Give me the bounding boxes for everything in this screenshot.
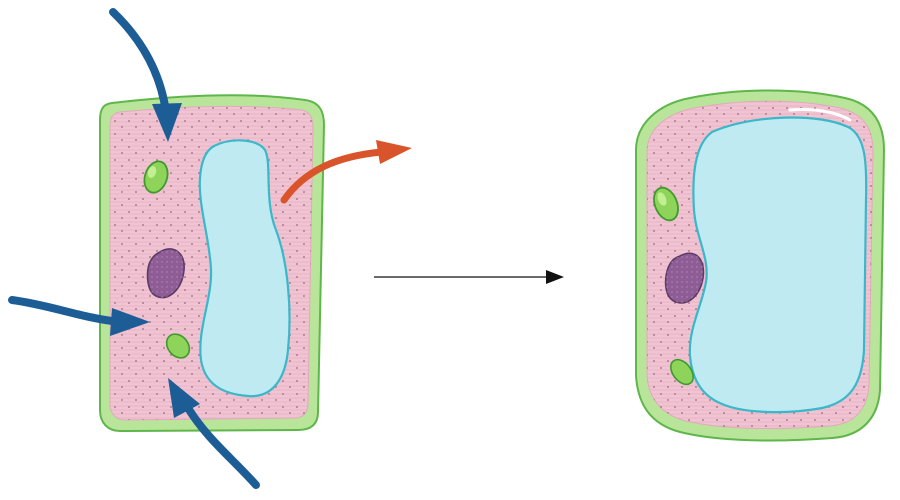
curved-arrow-out-icon: [280, 148, 386, 204]
arrowhead-icon: [152, 103, 182, 142]
arrowhead-icon: [110, 308, 150, 336]
water-out-arrow: [280, 140, 412, 204]
right-chloroplast-bottom: [670, 358, 694, 386]
curved-arrow-in-icon: [8, 296, 124, 326]
water-in-arrows: [8, 8, 260, 489]
right-cell-highlight: [788, 108, 852, 122]
left-nucleus-texture: [147, 248, 185, 298]
arrowhead-icon: [546, 270, 564, 284]
arrowhead-icon: [168, 378, 200, 418]
right-chloroplast-top-highlight: [657, 192, 667, 206]
left-vacuole: [198, 139, 291, 398]
arrowhead-icon: [376, 140, 412, 164]
left-chloroplast-top-highlight: [147, 166, 157, 178]
right-cell: [635, 89, 886, 442]
right-nucleus-texture: [665, 253, 704, 303]
process-arrow: [374, 270, 564, 284]
curved-arrow-in-icon: [109, 8, 170, 116]
left-cell: [99, 94, 326, 433]
curved-arrow-in-icon: [184, 404, 260, 489]
right-vacuole: [688, 116, 868, 414]
left-chloroplast-bottom: [165, 333, 191, 359]
